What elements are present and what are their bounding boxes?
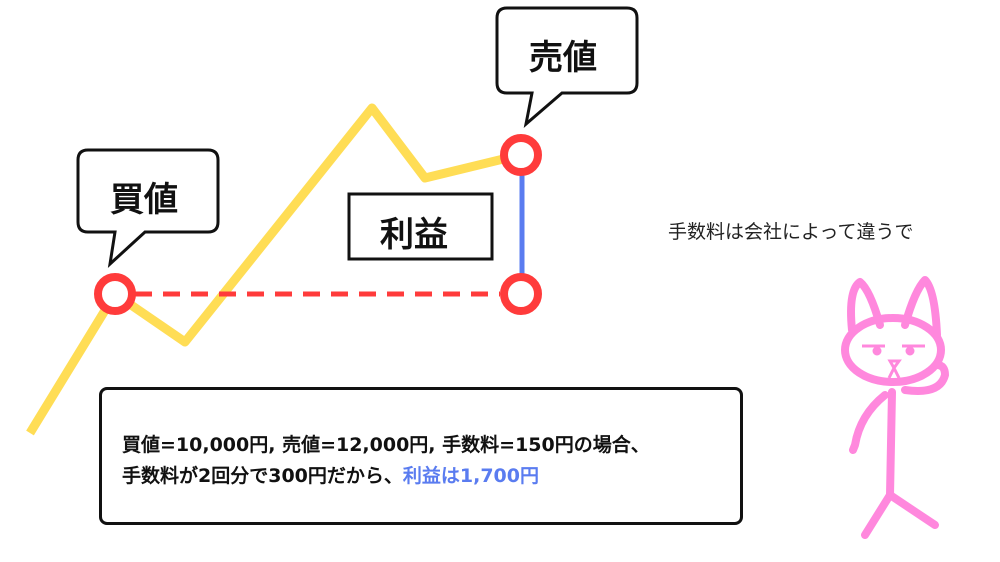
price-line — [26, 103, 522, 436]
thinking-cat-character — [841, 276, 949, 539]
explanation-line-1: 買値=10,000円, 売値=12,000円, 手数料=150円の場合、 — [122, 434, 650, 456]
profit-label-box — [347, 192, 494, 261]
character-caption: 手数料は会社によって違うで — [668, 221, 914, 243]
buy-price-label: 買値 — [110, 180, 178, 220]
buy-level-marker — [500, 273, 542, 315]
profit-label: 利益 — [380, 215, 448, 255]
buy-speech-bubble — [76, 148, 220, 268]
sell-price-label: 売値 — [529, 38, 597, 78]
sell-speech-bubble — [495, 6, 639, 128]
sell-point-marker — [500, 134, 542, 176]
cat-face — [862, 344, 925, 379]
fee-explanation: 手数料が2回分で300円だから、 — [122, 465, 403, 487]
buy-point-marker — [94, 273, 136, 315]
explanation-line-2: 手数料が2回分で300円だから、利益は1,700円 — [122, 461, 740, 492]
explanation-box: 買値=10,000円, 売値=12,000円, 手数料=150円の場合、 手数料… — [99, 387, 743, 525]
profit-result: 利益は1,700円 — [402, 465, 539, 487]
